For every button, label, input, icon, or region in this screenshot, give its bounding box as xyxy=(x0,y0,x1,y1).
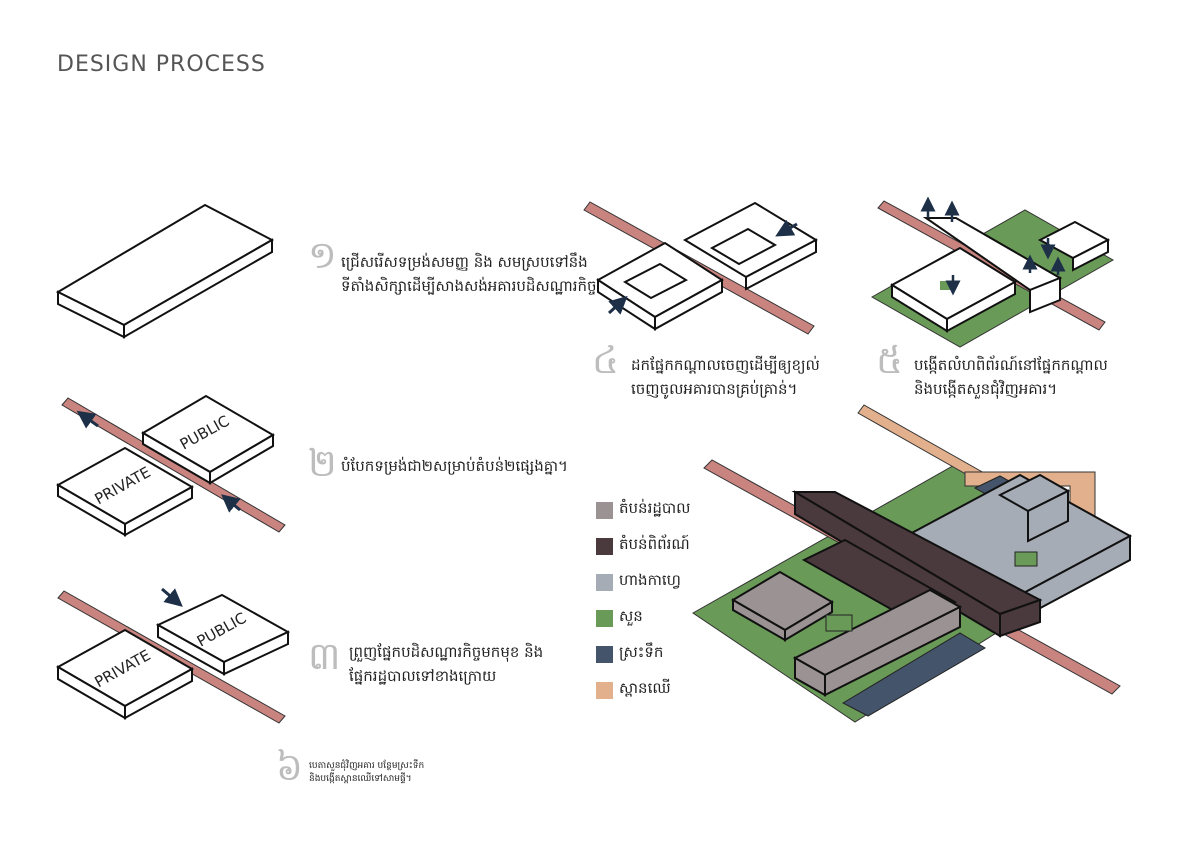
step1-text: ជ្រើសរើសទម្រង់សមញ្ញ និង សមស្របទៅនឹង ទីតា… xyxy=(341,250,597,298)
step4-text-line2: ចេញចូលអគារបានគ្រប់គ្រាន់។ xyxy=(631,380,798,398)
legend: តំបន់រដ្ឋបាល តំបន់ពិព័រណ៍ ហាងកាហ្វេ សួន … xyxy=(596,492,690,708)
step2-text: បំបែកទម្រង់ជា២សម្រាប់តំបន់២ផ្សេងគ្នា។ xyxy=(341,454,568,478)
step2-split: PUBLIC PRIVATE xyxy=(55,394,286,537)
step4-text: ដកផ្នែកកណ្ដាលចេញដើម្បីឲ្យខ្យល់ ចេញចូលអគា… xyxy=(631,353,820,401)
step6-text-line1: បេតាសួនជុំវិញអគារ បន្ថែមស្រះទឹក xyxy=(309,761,425,771)
step6-number: ៦ xyxy=(276,745,303,789)
legend-item-cafe: ហាងកាហ្វេ xyxy=(596,564,690,600)
legend-label: ស្ពានឈើ xyxy=(619,679,671,697)
step5-exhibition xyxy=(870,196,1115,348)
legend-label: ហាងកាហ្វេ xyxy=(619,571,681,589)
step6-text-line2: និងបង្កើតស្ពានឈើទៅសាមផ្ទី។ xyxy=(309,774,412,784)
step2-text-line1: បំបែកទម្រង់ជា២សម្រាប់តំបន់២ផ្សេងគ្នា។ xyxy=(341,457,568,475)
step2-number: ២ xyxy=(308,441,337,485)
step6-final xyxy=(692,404,1133,723)
step4-carve xyxy=(583,201,819,335)
legend-label: តំបន់ពិព័រណ៍ xyxy=(619,535,690,553)
legend-swatch xyxy=(596,645,613,663)
legend-label: តំបន់រដ្ឋបាល xyxy=(619,499,691,517)
step5-number: ៥ xyxy=(876,338,903,382)
step5-text-line2: និងបង្កើតសួនជុំវិញអគារ។ xyxy=(914,380,1058,398)
legend-swatch xyxy=(596,609,613,627)
step1-text-line2: ទីតាំងសិក្សាដើម្បីសាងសង់អគារបដិសណ្ឋារកិច… xyxy=(341,277,597,295)
legend-item-pond: ស្រះទឹក xyxy=(596,636,690,672)
legend-label: សួន xyxy=(619,607,643,625)
step5-text-line1: បង្កើតលំហពិព័រណ៍នៅផ្នែកកណ្ដាល xyxy=(914,356,1108,374)
step3-shift: PUBLIC PRIVATE xyxy=(55,587,291,724)
legend-swatch xyxy=(596,681,613,699)
step3-number: ៣ xyxy=(308,634,341,678)
legend-item-administration: តំបន់រដ្ឋបាល xyxy=(596,492,690,528)
legend-swatch xyxy=(596,537,613,555)
step3-text-line2: ផ្នែករដ្ឋបាលទៅខាងក្រោយ xyxy=(349,667,497,685)
page-title: DESIGN PROCESS xyxy=(57,52,266,77)
legend-label: ស្រះទឹក xyxy=(619,643,664,661)
legend-swatch xyxy=(596,573,613,591)
step3-text-line1: ព្រួញផ្នែកបដិសណ្ឋារកិច្ចមកមុខ និង xyxy=(349,643,544,661)
legend-item-garden: សួន xyxy=(596,600,690,636)
step1-text-line1: ជ្រើសរើសទម្រង់សមញ្ញ និង សមស្របទៅនឹង xyxy=(341,253,588,271)
step6-text: បេតាសួនជុំវិញអគារ បន្ថែមស្រះទឹក និងបង្កើ… xyxy=(309,760,424,786)
step4-text-line1: ដកផ្នែកកណ្ដាលចេញដើម្បីឲ្យខ្យល់ xyxy=(631,356,820,374)
step3-text: ព្រួញផ្នែកបដិសណ្ឋារកិច្ចមកមុខ និង ផ្នែករ… xyxy=(349,640,543,688)
step1-number: ១ xyxy=(308,233,337,277)
legend-swatch xyxy=(596,501,613,519)
step4-number: ៤ xyxy=(592,338,619,382)
legend-item-exhibition: តំបន់ពិព័រណ៍ xyxy=(596,528,690,564)
step5-text: បង្កើតលំហពិព័រណ៍នៅផ្នែកកណ្ដាល និងបង្កើតស… xyxy=(914,353,1108,401)
legend-item-wooden-bridge: ស្ពានឈើ xyxy=(596,672,690,708)
step1-slab xyxy=(55,203,275,339)
